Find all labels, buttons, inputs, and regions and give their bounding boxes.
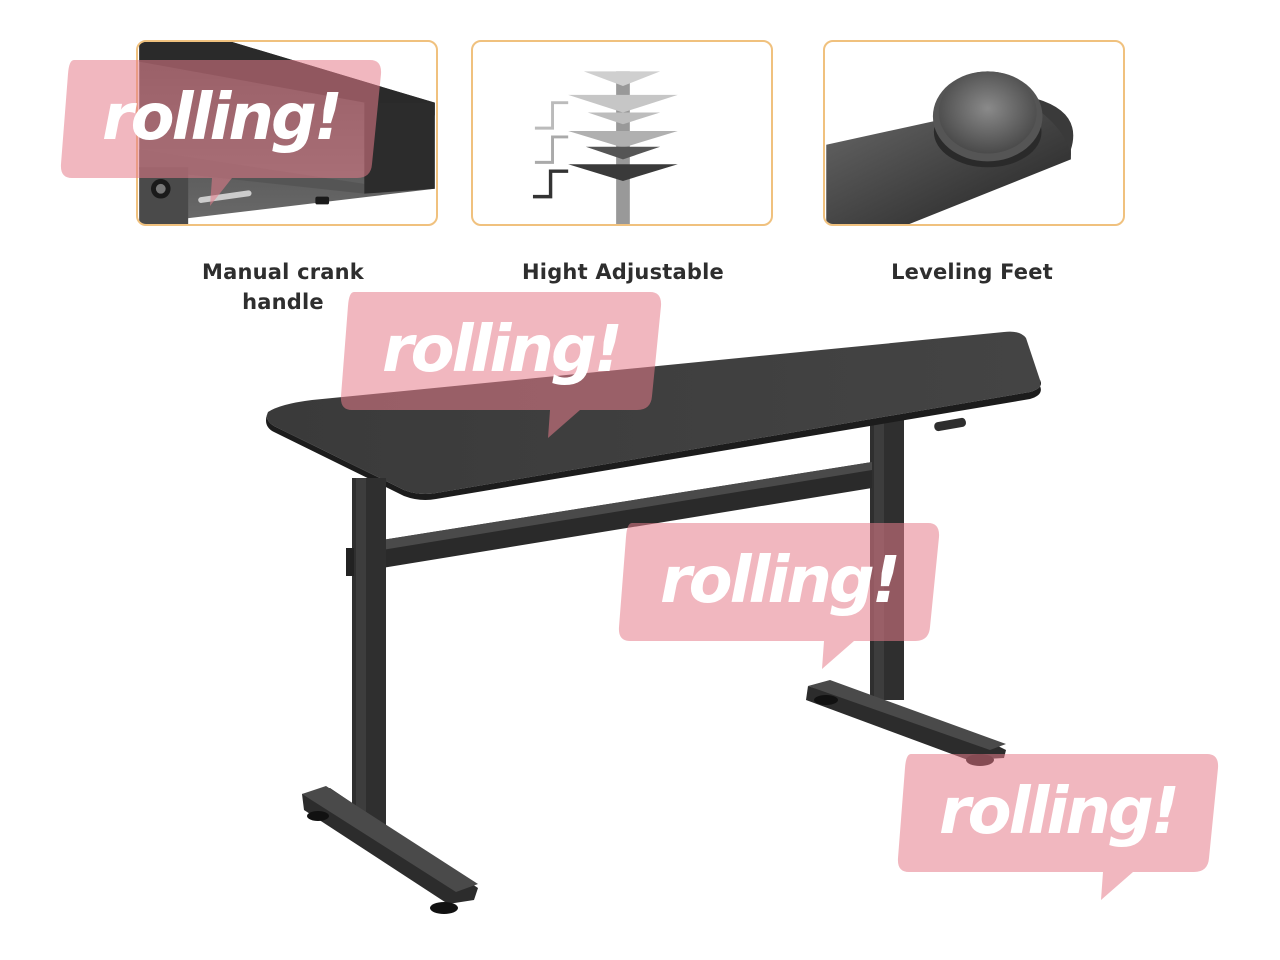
feature-image-height-adjustable <box>471 40 773 226</box>
watermark-text: rolling! <box>939 775 1180 849</box>
watermark-logo: rolling! <box>897 754 1219 904</box>
feature-caption-crank-handle: Manual crank handle <box>180 257 386 317</box>
desktop-surface <box>266 331 1041 500</box>
caption-line: Hight Adjustable <box>522 260 724 284</box>
caption-line: handle <box>242 290 324 314</box>
caption-line: Leveling Feet <box>891 260 1053 284</box>
leveling-foot-closeup-image <box>826 71 1074 224</box>
feature-caption-leveling-feet: Leveling Feet <box>870 257 1074 287</box>
watermark-logo: rolling! <box>60 60 382 210</box>
watermark-text: rolling! <box>660 544 901 618</box>
watermark-logo: rolling! <box>340 292 662 442</box>
watermark-text: rolling! <box>102 81 343 155</box>
watermark-logo: rolling! <box>618 523 940 673</box>
feature-image-leveling-feet <box>823 40 1125 226</box>
desk-leg-left <box>302 478 478 914</box>
watermark-text: rolling! <box>382 313 623 387</box>
feature-caption-height-adjustable: Hight Adjustable <box>488 257 758 287</box>
height-levels-diagram-image <box>532 71 678 224</box>
caption-line: Manual crank <box>202 260 364 284</box>
crank-handle-icon <box>934 417 966 432</box>
